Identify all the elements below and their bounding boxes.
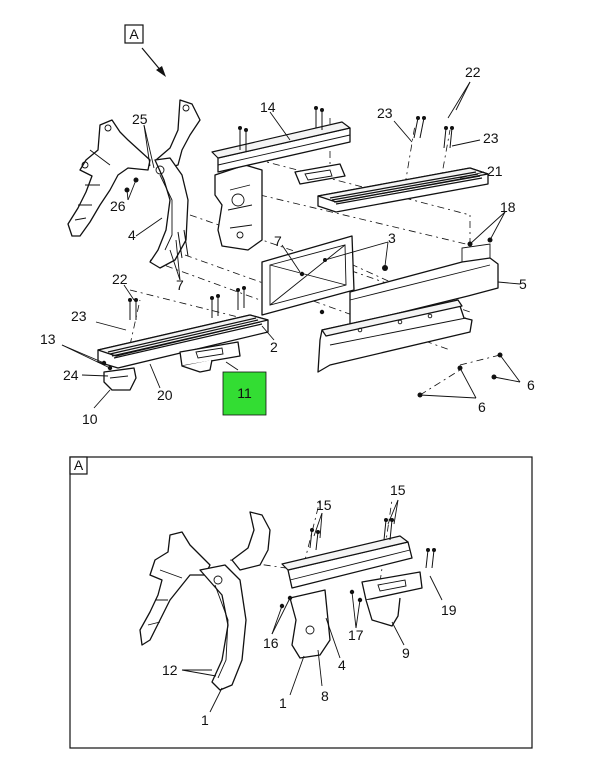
part-labels-main: 14 22 23 23 21 25 26 4 7 7 3 18 5 2 22 2… [40, 64, 535, 427]
label-1-right: 1 [279, 695, 287, 711]
step-shield [179, 341, 241, 373]
label-10: 10 [82, 411, 98, 427]
label-25: 25 [132, 111, 148, 127]
upper-channel [211, 121, 351, 173]
label-23-left: 23 [71, 308, 87, 324]
label-2: 2 [270, 339, 278, 355]
part-labels-detail: 15 15 19 17 16 9 4 8 1 12 1 [162, 482, 457, 728]
leader-lines-main [61, 81, 521, 409]
lower-step-tread [97, 314, 269, 369]
label-17: 17 [348, 627, 364, 643]
label-11: 11 [237, 385, 252, 401]
left-mount-bracket [67, 119, 151, 237]
lower-channel [317, 299, 473, 373]
label-8: 8 [321, 688, 329, 704]
label-15-right: 15 [390, 482, 406, 498]
label-22-top: 22 [465, 64, 481, 80]
label-22-left: 22 [112, 271, 128, 287]
label-3: 3 [388, 230, 396, 246]
label-7-left: 7 [176, 277, 184, 293]
label-6-right: 6 [527, 377, 535, 393]
label-21: 21 [487, 163, 503, 179]
fastener-set [101, 106, 503, 398]
view-callout-a: A [124, 24, 166, 77]
svg-text:A: A [129, 26, 139, 42]
main-exploded-view: 14 22 23 23 21 25 26 4 7 7 3 18 5 2 22 2… [40, 64, 535, 427]
label-5: 5 [519, 276, 527, 292]
label-9: 9 [402, 645, 410, 661]
upper-step-tread [294, 163, 489, 213]
label-4-detail: 4 [338, 657, 346, 673]
label-14: 14 [260, 99, 276, 115]
mounting-plate [261, 235, 355, 316]
label-26: 26 [110, 198, 126, 214]
label-12: 12 [162, 662, 178, 678]
label-6-bottom: 6 [478, 399, 486, 415]
label-24: 24 [63, 367, 79, 383]
label-7-plate: 7 [274, 233, 282, 249]
label-4-main: 4 [128, 227, 136, 243]
label-23-top: 23 [377, 105, 393, 121]
label-19: 19 [441, 602, 457, 618]
step-arm-bracket [149, 99, 201, 269]
detail-view-a: A [69, 456, 533, 749]
label-23-right: 23 [483, 130, 499, 146]
detail-callout-label: A [74, 457, 84, 473]
label-16: 16 [263, 635, 279, 651]
label-15-left: 15 [316, 497, 332, 513]
label-20: 20 [157, 387, 173, 403]
vertical-hanger-bracket [214, 164, 263, 251]
label-13: 13 [40, 331, 56, 347]
label-18: 18 [500, 199, 516, 215]
lower-step-bracket [103, 367, 137, 391]
label-1-left: 1 [201, 712, 209, 728]
highlight-label-11[interactable]: 11 [222, 371, 267, 416]
